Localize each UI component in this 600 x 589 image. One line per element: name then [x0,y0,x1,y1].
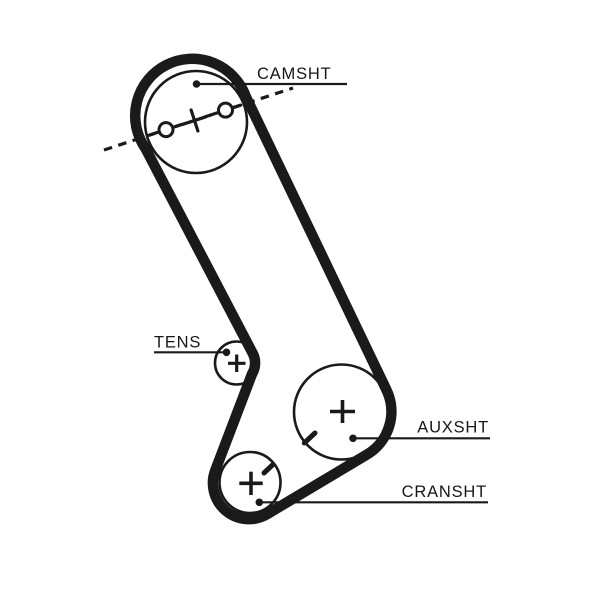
auxiliary-shaft-center-cross [330,400,355,423]
auxiliary-shaft-callout: AUXSHT [349,419,490,443]
crankshaft-timing-tick [261,462,276,476]
camshaft-mark-stub [231,103,243,110]
auxiliary-shaft-label: AUXSHT [417,419,489,437]
camshaft-label: CAMSHT [257,65,331,83]
auxiliary-shaft-timing-tick [301,430,318,446]
camshaft-timing-marks [149,101,243,139]
tensioner-label: TENS [154,334,201,352]
tensioner-center-cross [228,354,246,372]
tensioner-callout: TENS [154,334,231,357]
camshaft-mark-stub [149,130,160,137]
camshaft-callout: CAMSHT [192,65,347,88]
auxiliary-shaft-pulley-circle [292,363,391,461]
camshaft-mark-stub [172,122,183,129]
camshaft-mark-stub [208,110,220,117]
crankshaft-callout: CRANSHT [255,483,488,507]
crankshaft-label: CRANSHT [402,483,487,501]
crankshaft-pulley-circle [218,450,282,515]
timing-belt [130,53,397,525]
camshaft-pulley-circle [143,69,249,175]
tensioner-pulley-circle [213,340,260,386]
camshaft-center-cross [181,108,208,133]
camshaft-mark-circle-left [157,121,175,139]
camshaft-mark-circle-right [217,101,234,119]
crankshaft-center-cross [239,471,263,495]
